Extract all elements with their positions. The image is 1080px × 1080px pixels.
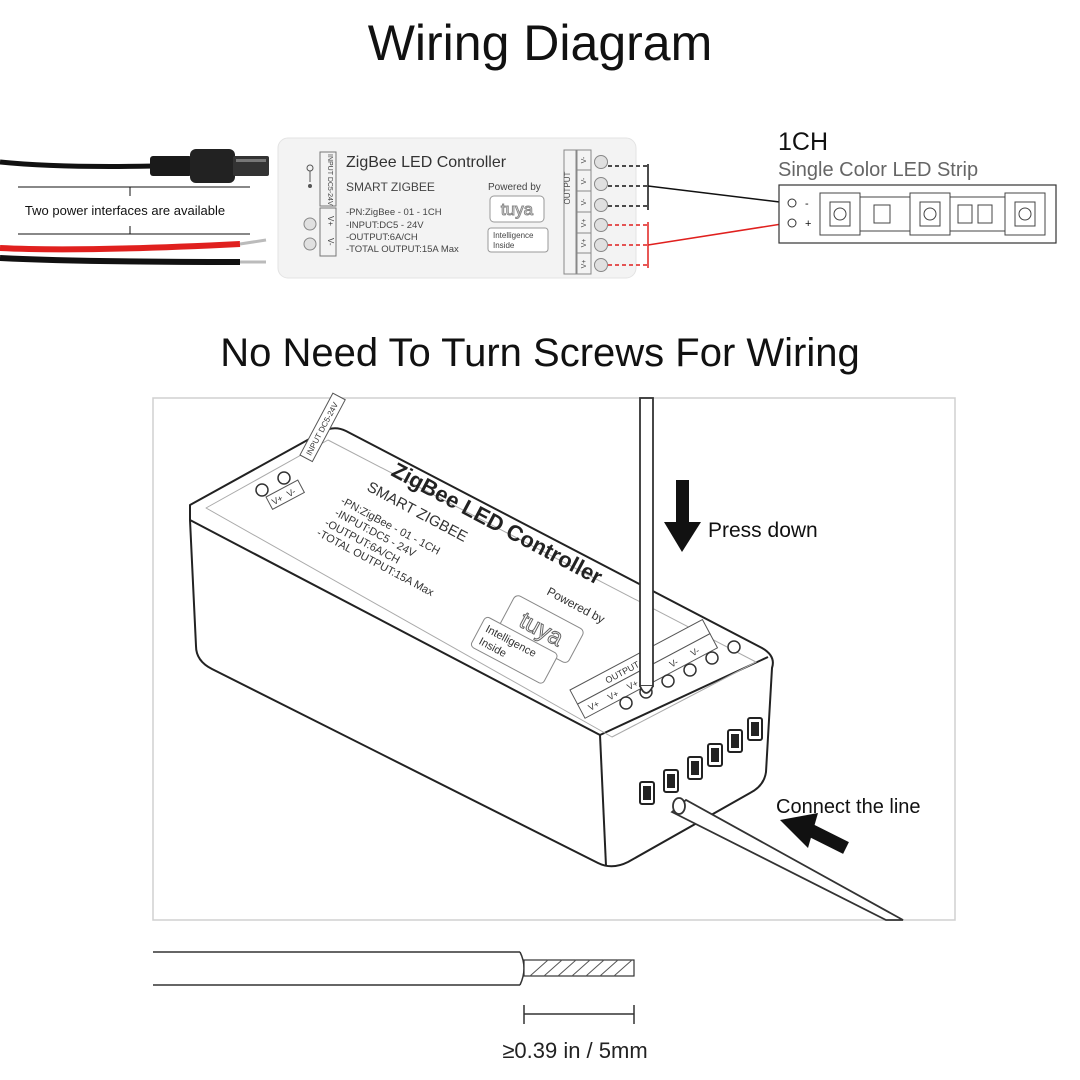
connect-arrow: Connect the line: [776, 796, 921, 854]
press-down-arrow: Press down: [664, 480, 818, 552]
title-no-screws: No Need To Turn Screws For Wiring: [220, 331, 860, 375]
output-terminal: V-: [581, 156, 588, 163]
controller-3d-input-neg: V-: [285, 486, 297, 499]
input-pos-label: V+: [326, 216, 335, 226]
controller-3d-output-terminal: V+: [606, 688, 621, 702]
stripped-wire: ≥0.39 in / 5mm: [153, 951, 648, 1063]
output-leads: [608, 164, 789, 268]
strip-type: Single Color LED Strip: [778, 159, 978, 181]
controller-3d-output-terminal: V-: [668, 657, 680, 670]
tuya-logo: tuya: [501, 200, 534, 219]
spec-total: -TOTAL OUTPUT:15A Max: [346, 244, 459, 255]
controller-3d-output-terminal: V-: [689, 645, 701, 658]
controller-3d-output-terminal: V+: [586, 699, 601, 713]
strip-plus: +: [805, 218, 811, 230]
bare-wires: [0, 238, 267, 265]
controller-subtitle: SMART ZIGBEE: [346, 180, 435, 194]
press-tool: [639, 397, 654, 694]
strip-channel: 1CH: [778, 128, 828, 156]
inserted-wire: [670, 797, 904, 921]
spec-output: -OUTPUT:6A/CH: [346, 232, 418, 243]
power-note-bracket: Two power interfaces are available: [18, 186, 250, 235]
spec-input: -INPUT:DC5 - 24V: [346, 220, 424, 231]
strip-length-label: ≥0.39 in / 5mm: [502, 1038, 647, 1063]
controller-panel: INPUT DC5-24V V+ V- ZigBee LED Controlle…: [277, 137, 637, 279]
output-terminal: V+: [581, 239, 588, 248]
output-terminal: V+: [581, 219, 588, 228]
power-note-text: Two power interfaces are available: [25, 203, 225, 218]
badge-line2: Inside: [493, 241, 515, 250]
output-label: OUTPUT: [563, 171, 572, 204]
input-label: INPUT DC5-24V: [326, 154, 333, 206]
led-strip: 1CH Single Color LED Strip - +: [778, 128, 1057, 244]
powered-by: Powered by: [488, 182, 541, 193]
spec-pn: -PN:ZigBee - 01 - 1CH: [346, 207, 442, 218]
press-down-text: Press down: [708, 519, 818, 542]
output-terminal: V+: [581, 260, 588, 269]
input-neg-label: V-: [326, 238, 335, 246]
wire-slots: [639, 717, 763, 805]
controller-3d-output-terminal: V+: [625, 678, 640, 692]
controller-name: ZigBee LED Controller: [346, 154, 507, 171]
output-terminal: V-: [581, 177, 588, 184]
connect-text: Connect the line: [776, 796, 921, 818]
strip-minus: -: [805, 198, 809, 210]
title-wiring-diagram: Wiring Diagram: [367, 15, 713, 71]
dc-barrel-cable: [0, 149, 269, 183]
badge-line1: Intelligence: [493, 231, 534, 240]
controller-3d-input-pos: V+: [270, 493, 285, 507]
output-terminal: V-: [581, 198, 588, 205]
